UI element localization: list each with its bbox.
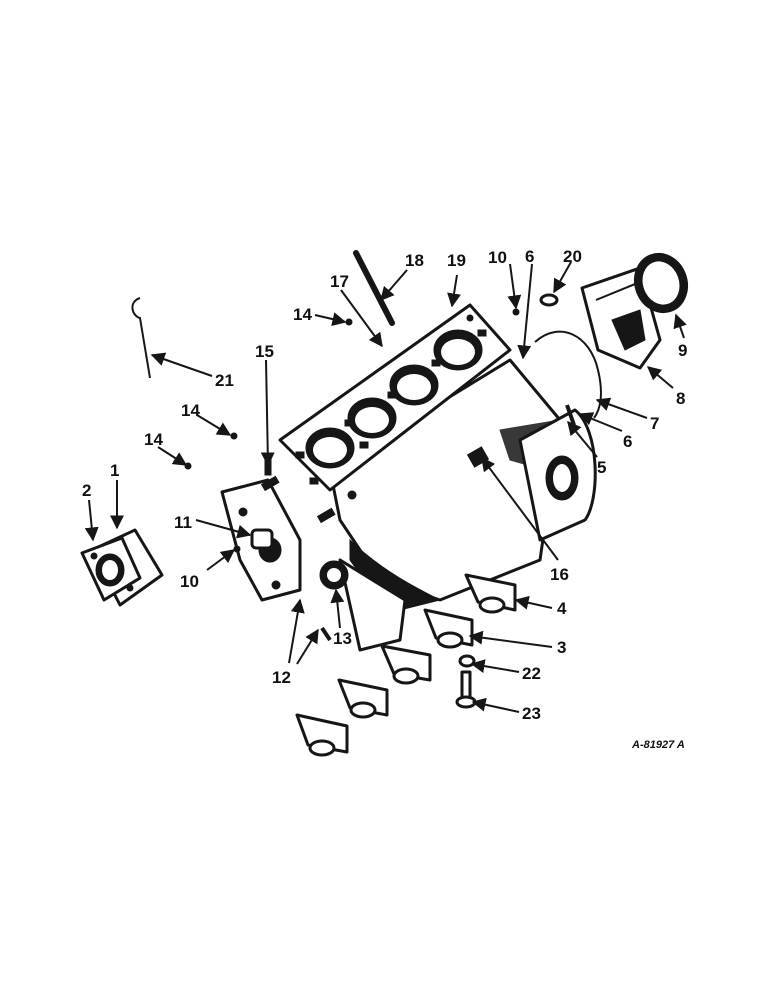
callout-19: 19 [447, 251, 466, 270]
callout-11: 11 [174, 513, 192, 532]
callout-14-lower: 14 [144, 430, 163, 449]
callout-20: 20 [563, 247, 582, 266]
callout-3: 3 [557, 638, 566, 657]
bearing-cap-c [295, 713, 349, 757]
callout-21: 21 [215, 371, 234, 390]
crankshaft-oil-seal [634, 252, 688, 314]
callout-1: 1 [110, 461, 119, 480]
callout-5: 5 [597, 458, 606, 477]
callout-labels: 1 2 3 4 5 6 6 7 8 9 10 10 11 12 13 14 14… [82, 247, 687, 723]
callout-16: 16 [550, 565, 569, 584]
callout-18: 18 [405, 251, 424, 270]
callout-9: 9 [678, 341, 687, 360]
bearing-cap-b [337, 678, 389, 719]
callout-8: 8 [676, 389, 685, 408]
callout-2: 2 [82, 481, 91, 500]
lock-washer [458, 654, 476, 668]
callout-10-left: 10 [180, 572, 199, 591]
cylinder-block [220, 303, 597, 652]
callout-6-side: 6 [623, 432, 632, 451]
main-bearing-caps [295, 573, 517, 757]
cylinder-bores [305, 329, 483, 469]
callout-10-top: 10 [488, 248, 507, 267]
callout-13: 13 [333, 629, 352, 648]
rear-adapter-housing [80, 528, 164, 607]
callout-6-top: 6 [525, 247, 534, 266]
callout-14-upper: 14 [181, 401, 200, 420]
callout-17: 17 [330, 272, 349, 291]
plug-part-11 [250, 528, 274, 550]
callout-4: 4 [557, 599, 567, 618]
bearing-cap-a [380, 644, 432, 685]
dipstick-tube [353, 250, 395, 326]
callout-15: 15 [255, 342, 274, 361]
cap-bolt [455, 670, 477, 709]
callout-7: 7 [650, 414, 659, 433]
figure-code: A-81927 A [631, 739, 685, 751]
oil-dipstick [131, 297, 151, 379]
callout-23: 23 [522, 704, 541, 723]
callout-22: 22 [522, 664, 541, 683]
seal-part-20 [539, 293, 559, 307]
bearing-cap-3 [423, 608, 474, 649]
leader-lines [84, 261, 687, 713]
deck-holes [295, 314, 487, 500]
bearing-cap-4 [464, 573, 517, 614]
callout-12: 12 [272, 668, 291, 687]
callout-14-top: 14 [293, 305, 312, 324]
